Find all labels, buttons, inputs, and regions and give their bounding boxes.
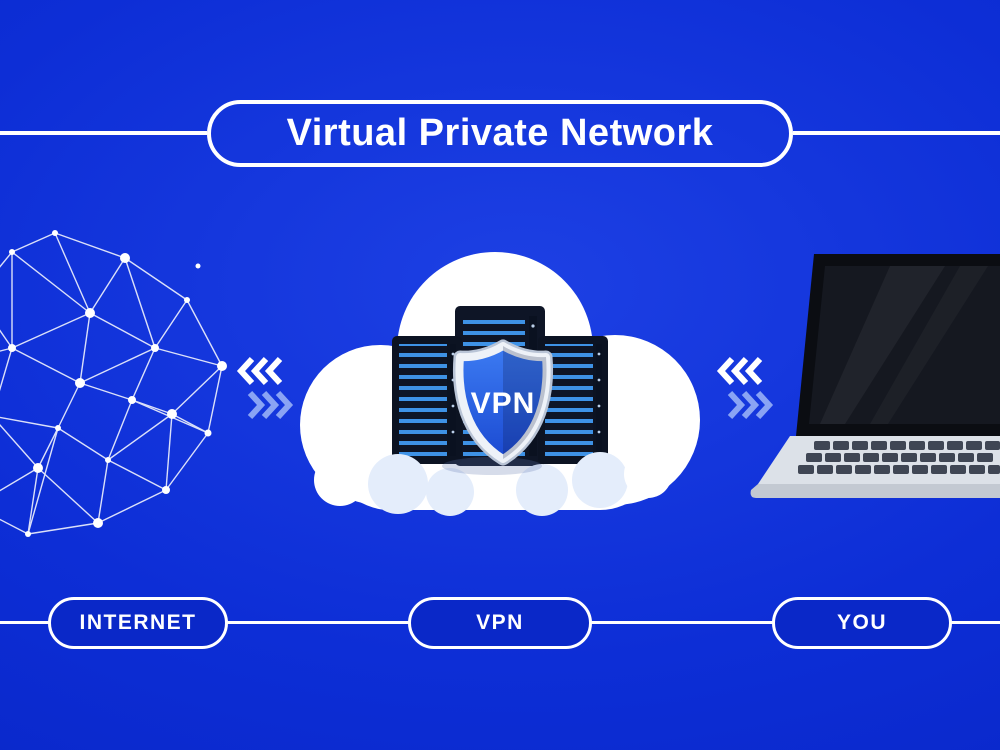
vpn-cloud-servers-icon: VPN <box>300 252 700 516</box>
vpn-shield-icon: VPN <box>442 339 553 475</box>
server-rack-right <box>538 336 608 464</box>
cloud-puffs <box>314 450 672 516</box>
top-line-left <box>0 131 207 135</box>
laptop-base <box>750 436 1000 498</box>
you-label: YOU <box>836 611 887 634</box>
chevrons-internet-to-vpn <box>236 356 294 420</box>
shield-label: VPN <box>471 387 536 420</box>
internet-label: INTERNET <box>79 611 197 634</box>
chevron-left-icon <box>716 356 763 386</box>
laptop-screen <box>796 254 1000 436</box>
chevron-left-icon <box>236 356 283 386</box>
label-pill-internet: INTERNET <box>48 597 228 649</box>
page-title: Virtual Private Network <box>286 112 714 154</box>
internet-mesh-icon <box>0 230 227 537</box>
title-pill: Virtual Private Network <box>207 100 793 167</box>
label-pill-vpn: VPN <box>408 597 592 649</box>
chevron-right-icon <box>727 390 774 420</box>
laptop-icon <box>750 254 1000 498</box>
server-rack-left <box>392 336 462 464</box>
laptop-keyboard <box>798 441 1000 474</box>
top-line-right <box>793 131 1000 135</box>
chevron-right-icon <box>247 390 294 420</box>
vpn-label: VPN <box>476 611 524 634</box>
chevrons-vpn-to-you <box>716 356 774 420</box>
label-pill-you: YOU <box>772 597 952 649</box>
